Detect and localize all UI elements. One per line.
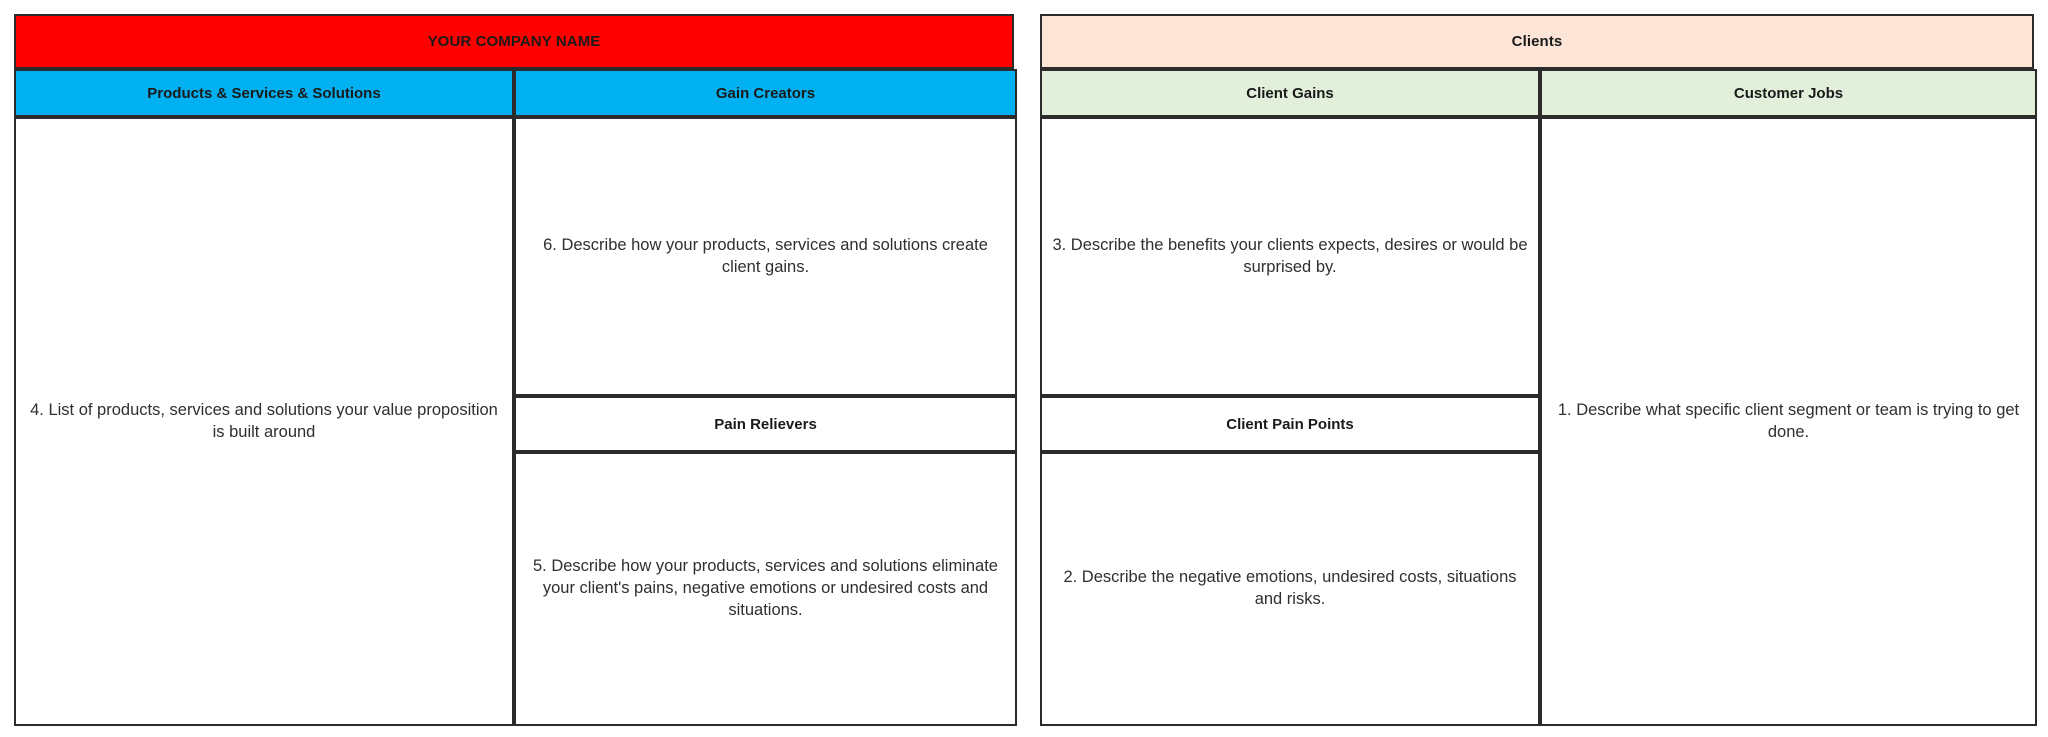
value-proposition-panel: YOUR COMPANY NAME Products & Services & … xyxy=(14,14,1017,726)
header-products-services-solutions[interactable]: Products & Services & Solutions xyxy=(14,69,514,117)
customer-profile-panel: Clients Client Gains Customer Jobs 3. De… xyxy=(1040,14,2037,726)
cell-client-pain-points[interactable]: 2. Describe the negative emotions, undes… xyxy=(1040,452,1540,726)
company-name-band[interactable]: YOUR COMPANY NAME xyxy=(14,14,1014,69)
header-gain-creators-label: Gain Creators xyxy=(715,84,816,102)
header-gain-creators[interactable]: Gain Creators xyxy=(514,69,1017,117)
header-client-gains[interactable]: Client Gains xyxy=(1040,69,1540,117)
header-client-pain-points[interactable]: Client Pain Points xyxy=(1040,396,1540,452)
cell-client-gains-text: 3. Describe the benefits your clients ex… xyxy=(1052,235,1528,276)
cell-client-gains[interactable]: 3. Describe the benefits your clients ex… xyxy=(1040,117,1540,396)
cell-gain-creators-text: 6. Describe how your products, services … xyxy=(543,235,988,276)
cell-products-text: 4. List of products, services and soluti… xyxy=(30,400,498,441)
cell-gain-creators[interactable]: 6. Describe how your products, services … xyxy=(514,117,1017,396)
cell-client-pain-points-text: 2. Describe the negative emotions, undes… xyxy=(1063,568,1517,608)
cell-pain-relievers[interactable]: 5. Describe how your products, services … xyxy=(514,452,1017,726)
header-client-gains-label: Client Gains xyxy=(1246,84,1334,102)
cell-customer-jobs-text: 1. Describe what specific client segment… xyxy=(1557,400,2020,441)
header-pain-relievers[interactable]: Pain Relievers xyxy=(514,396,1017,452)
clients-label: Clients xyxy=(1511,33,1563,50)
header-customer-jobs[interactable]: Customer Jobs xyxy=(1540,69,2037,117)
cell-products-services-solutions[interactable]: 4. List of products, services and soluti… xyxy=(14,117,514,726)
header-products-label: Products & Services & Solutions xyxy=(147,84,381,102)
clients-band[interactable]: Clients xyxy=(1040,14,2034,69)
header-customer-jobs-label: Customer Jobs xyxy=(1733,84,1844,102)
cell-customer-jobs[interactable]: 1. Describe what specific client segment… xyxy=(1540,117,2037,726)
company-name-label: YOUR COMPANY NAME xyxy=(427,33,601,50)
header-client-pain-points-label: Client Pain Points xyxy=(1226,415,1354,433)
cell-pain-relievers-text: 5. Describe how your products, services … xyxy=(533,557,998,619)
header-pain-relievers-label: Pain Relievers xyxy=(714,415,817,433)
